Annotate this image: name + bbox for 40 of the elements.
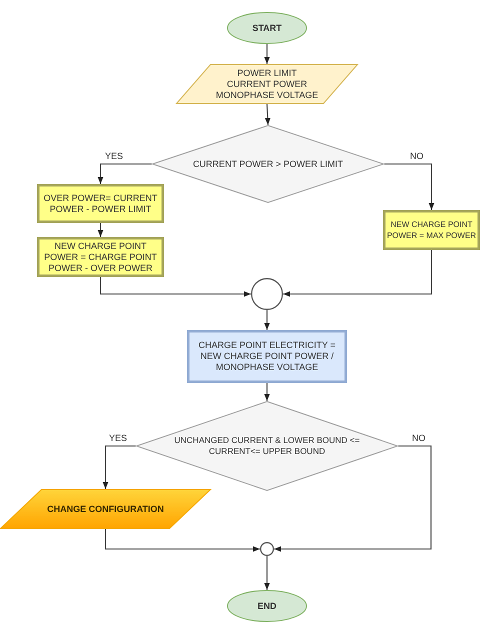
arrow bbox=[98, 223, 104, 237]
start-terminal bbox=[227, 12, 307, 44]
process-text: CHARGE POINT ELECTRICITY = NEW CHARGE POINT POWER / MONOPHASE VOLTAGE bbox=[198, 340, 336, 373]
arrow bbox=[264, 556, 270, 590]
output-parallelogram bbox=[0, 489, 211, 529]
process-box bbox=[187, 330, 347, 383]
process-text: OVER POWER= CURRENT POWER - POWER LIMIT bbox=[42, 192, 158, 214]
edge-label: NO bbox=[409, 151, 424, 162]
process-box bbox=[37, 184, 164, 223]
merge-circle bbox=[251, 278, 283, 310]
edge-label: YES bbox=[108, 433, 128, 444]
condition-text: UNCHANGED CURRENT & LOWER BOUND <= CURRENT<= UPPER BOUND bbox=[173, 435, 361, 457]
edge-label: YES bbox=[104, 151, 124, 162]
terminal-text: END bbox=[257, 600, 276, 612]
input-parallelogram bbox=[176, 64, 358, 104]
decision-diamond bbox=[136, 401, 398, 491]
terminal-text: START bbox=[252, 22, 282, 34]
input-text: MONOPHASE VOLTAGE bbox=[216, 90, 318, 100]
process-text: NEW CHARGE POINT POWER = MAX POWER bbox=[386, 219, 478, 241]
edge-label: NO bbox=[411, 433, 426, 444]
input-text: POWER LIMIT bbox=[237, 68, 297, 78]
arrow bbox=[384, 163, 434, 210]
process-text: NEW CHARGE POINT POWER = CHARGE POINT POWER - OVER POWER bbox=[43, 240, 158, 274]
condition-text: CURRENT POWER > POWER LIMIT bbox=[192, 158, 344, 170]
arrow bbox=[264, 44, 270, 64]
output-text: CHANGE CONFIGURATION bbox=[47, 504, 164, 514]
merge-circle bbox=[260, 542, 274, 556]
process-box bbox=[37, 237, 164, 277]
end-terminal bbox=[227, 590, 307, 622]
arrow bbox=[274, 445, 432, 552]
arrow bbox=[104, 529, 260, 552]
input-text: CURRENT POWER bbox=[226, 78, 308, 90]
arrow bbox=[102, 445, 136, 489]
arrow bbox=[100, 277, 251, 297]
arrow bbox=[264, 383, 270, 401]
arrow bbox=[98, 163, 152, 184]
arrow bbox=[264, 310, 270, 330]
process-box bbox=[383, 210, 480, 250]
arrow bbox=[264, 104, 270, 126]
arrow bbox=[283, 250, 432, 297]
